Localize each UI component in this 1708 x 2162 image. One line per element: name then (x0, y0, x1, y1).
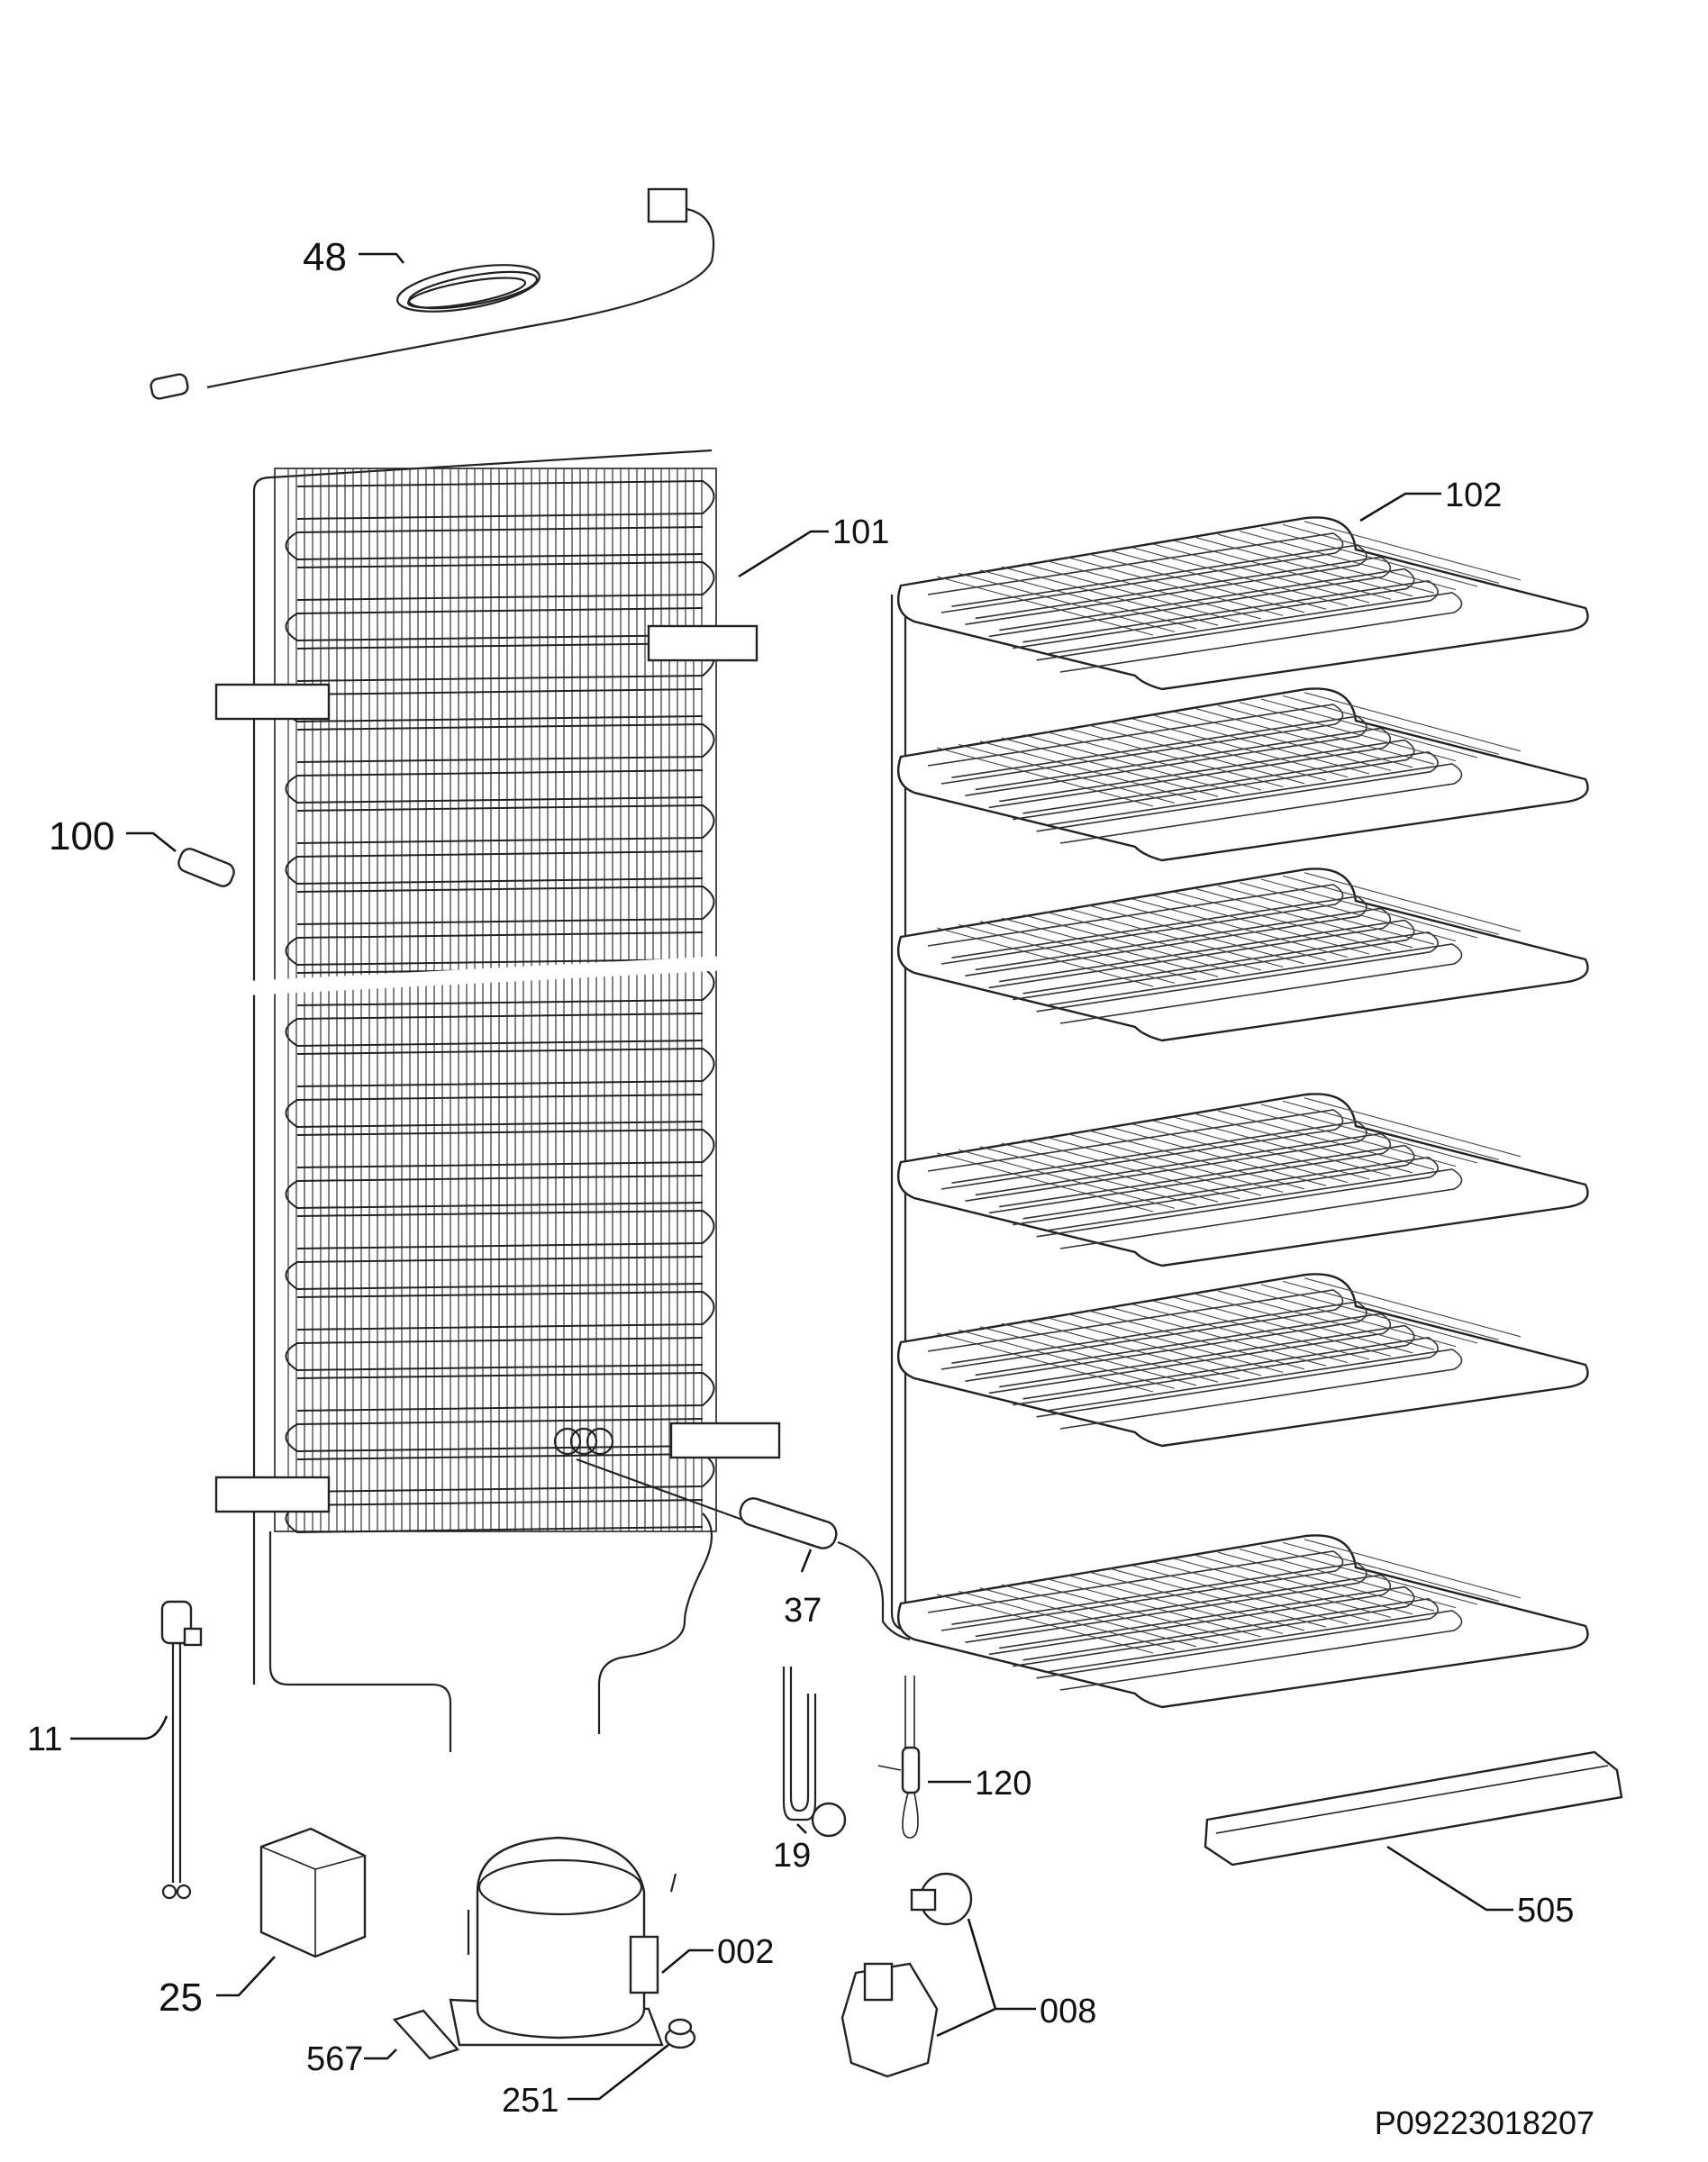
callout-101: 101 (832, 513, 889, 551)
part-251-grommet (664, 2018, 696, 2049)
callout-102: 102 (1445, 477, 1502, 514)
callout-567: 567 (306, 2040, 363, 2078)
part-25-cover-box (259, 1827, 367, 1958)
part-37-filter-drier (576, 1458, 911, 1641)
part-102-evaporator (890, 516, 1589, 1709)
part-567-plate (392, 2009, 460, 2060)
callout-505: 505 (1517, 1892, 1574, 1930)
callout-251: 251 (502, 2082, 559, 2120)
callout-120: 120 (975, 1765, 1031, 1803)
callout-19: 19 (773, 1837, 811, 1875)
part-19-heater (782, 1667, 847, 1838)
callout-100: 100 (49, 814, 114, 858)
callout-008: 008 (1040, 1993, 1096, 2030)
callout-25: 25 (159, 1976, 203, 2020)
callout-37: 37 (784, 1592, 822, 1630)
part-120-thermal-sensor (877, 1676, 921, 1839)
callout-11: 11 (27, 1721, 62, 1758)
part-101-condenser (214, 449, 781, 1752)
part-48-sensor-cable (150, 187, 715, 400)
part-505-rail (1204, 1750, 1623, 1867)
part-11-relay (160, 1600, 203, 1900)
callout-48: 48 (303, 235, 347, 279)
part-100-tube (177, 848, 235, 887)
callout-002: 002 (717, 1933, 774, 1971)
document-id: P09223018207 (1374, 2104, 1594, 2141)
part-002-compressor (449, 1836, 677, 2047)
part-008-starter (840, 1872, 973, 2078)
